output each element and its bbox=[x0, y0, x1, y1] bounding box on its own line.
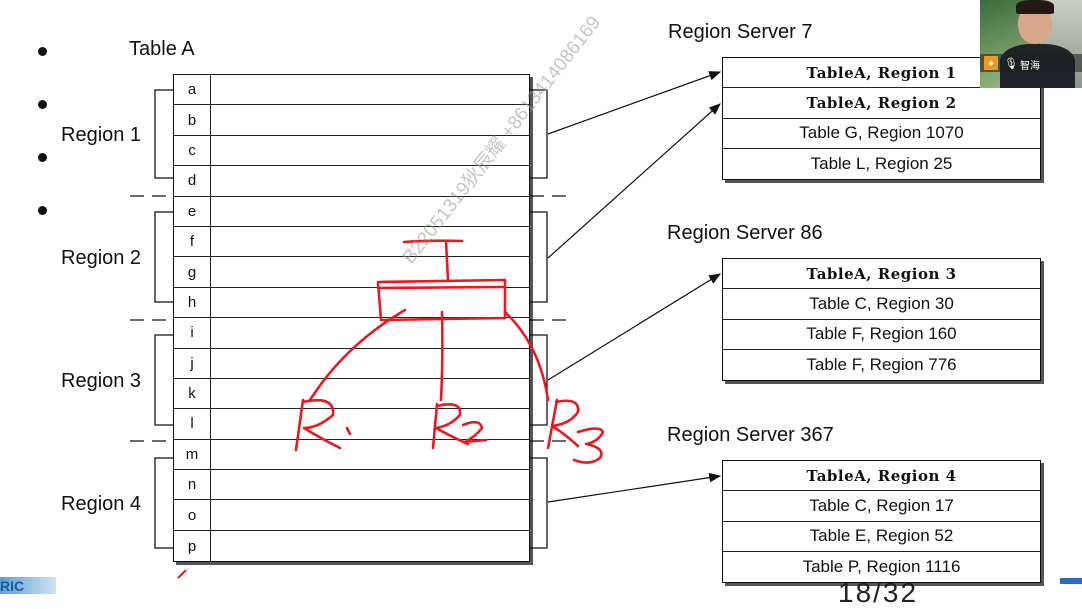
table-row: e bbox=[174, 196, 529, 227]
table-row: k bbox=[174, 378, 529, 410]
table-row: d bbox=[174, 166, 529, 197]
region-label-2: Region 2 bbox=[61, 247, 142, 269]
handwriting-branch-mid bbox=[439, 310, 444, 402]
server-region-row: Table E, Region 52 bbox=[723, 522, 1040, 552]
handwriting-branch-right bbox=[503, 310, 550, 402]
handwriting-t-top bbox=[402, 239, 464, 244]
presenter-hair bbox=[1016, 0, 1054, 14]
right-bracket-region-3 bbox=[530, 334, 548, 426]
row-key: n bbox=[174, 470, 211, 500]
handwriting-r3 bbox=[546, 398, 605, 464]
row-key: g bbox=[174, 257, 211, 287]
server-region-row: TableA, Region 1 bbox=[723, 58, 1040, 89]
bullet-dot bbox=[38, 206, 47, 215]
pen-cursor-icon bbox=[177, 569, 187, 579]
video-name-bar bbox=[980, 54, 1082, 72]
handwriting-r2 bbox=[431, 402, 488, 450]
server-title-7: Region Server 7 bbox=[668, 21, 813, 43]
server-region-row: Table C, Region 17 bbox=[723, 491, 1040, 522]
bullet-dot bbox=[38, 153, 47, 162]
table-row: p bbox=[174, 530, 529, 562]
arrow-region-4 bbox=[547, 472, 722, 503]
bullet-dot bbox=[38, 100, 47, 109]
row-key: d bbox=[174, 166, 211, 196]
table-row: j bbox=[174, 348, 529, 379]
row-key: h bbox=[174, 287, 211, 318]
server-region-row: Table C, Region 30 bbox=[723, 289, 1040, 320]
server-region-row: Table F, Region 160 bbox=[723, 320, 1040, 350]
row-key: b bbox=[174, 105, 211, 135]
presenter-name: 智海 bbox=[1020, 61, 1040, 72]
row-key: p bbox=[174, 530, 211, 562]
server-title-86: Region Server 86 bbox=[667, 222, 823, 244]
table-row: g bbox=[174, 257, 529, 288]
arrow-region-1 bbox=[547, 71, 722, 135]
server-region-row: TableA, Region 3 bbox=[723, 259, 1040, 290]
bullet-dot bbox=[38, 47, 47, 56]
table-row: n bbox=[174, 470, 529, 501]
arrow-region-2 bbox=[547, 103, 721, 259]
logo-strip bbox=[0, 577, 56, 594]
row-key: a bbox=[174, 75, 211, 105]
left-bracket-region-4 bbox=[154, 457, 173, 549]
table-a-title: Table A bbox=[129, 38, 195, 60]
server-region-row: Table F, Region 776 bbox=[806, 355, 957, 375]
server-region-row: Table L, Region 25 bbox=[810, 154, 953, 174]
left-bracket-region-3 bbox=[154, 334, 173, 426]
region-label-1: Region 1 bbox=[61, 124, 142, 146]
server-region-row: Table P, Region 1116 bbox=[802, 557, 961, 577]
server-region-row: TableA, Region 4 bbox=[723, 461, 1040, 492]
server-region-row: TableA, Region 2 bbox=[723, 88, 1040, 119]
server-region-row: Table G, Region 1070 bbox=[723, 119, 1040, 149]
table-row: f bbox=[174, 226, 529, 258]
presenter-video[interactable]: ● 🎙 智海 bbox=[980, 0, 1082, 88]
region-label-3: Region 3 bbox=[61, 370, 142, 392]
table-row: h bbox=[174, 287, 529, 319]
row-key: m bbox=[174, 439, 211, 470]
row-key: j bbox=[174, 348, 211, 378]
row-key: l bbox=[174, 409, 211, 439]
table-row: b bbox=[174, 105, 529, 136]
logo-text: RIC bbox=[0, 578, 25, 594]
page-number: 18/32 bbox=[838, 577, 919, 608]
diagram-overlay bbox=[130, 71, 722, 579]
arrow-region-3 bbox=[547, 273, 722, 381]
table-row: o bbox=[174, 500, 529, 531]
row-key: o bbox=[174, 500, 211, 530]
row-key: c bbox=[174, 135, 211, 166]
table-row: l bbox=[174, 409, 529, 440]
handwriting-r1 bbox=[294, 398, 352, 452]
row-key: i bbox=[174, 318, 211, 348]
right-bracket-region-4 bbox=[530, 457, 548, 549]
handwriting-branch-left bbox=[308, 308, 407, 402]
region-label-4: Region 4 bbox=[61, 493, 142, 515]
left-bracket-region-2 bbox=[154, 211, 173, 303]
table-row: m bbox=[174, 439, 529, 471]
left-bracket-region-1 bbox=[154, 89, 173, 179]
right-bracket-region-2 bbox=[530, 211, 548, 303]
server-title-367: Region Server 367 bbox=[667, 424, 834, 446]
handwriting-t-stem bbox=[444, 239, 450, 282]
row-key: k bbox=[174, 378, 211, 409]
footer-blue-strip bbox=[1060, 578, 1082, 584]
user-icon: ● bbox=[984, 56, 998, 70]
right-bracket-region-1 bbox=[530, 89, 548, 179]
handwriting-box bbox=[376, 278, 507, 322]
handwriting-box-inner bbox=[376, 285, 505, 290]
mic-icon[interactable]: 🎙 bbox=[1004, 58, 1018, 70]
table-row: a bbox=[174, 75, 529, 106]
table-row: c bbox=[174, 135, 529, 167]
row-key: e bbox=[174, 196, 211, 226]
row-key: f bbox=[174, 226, 211, 257]
